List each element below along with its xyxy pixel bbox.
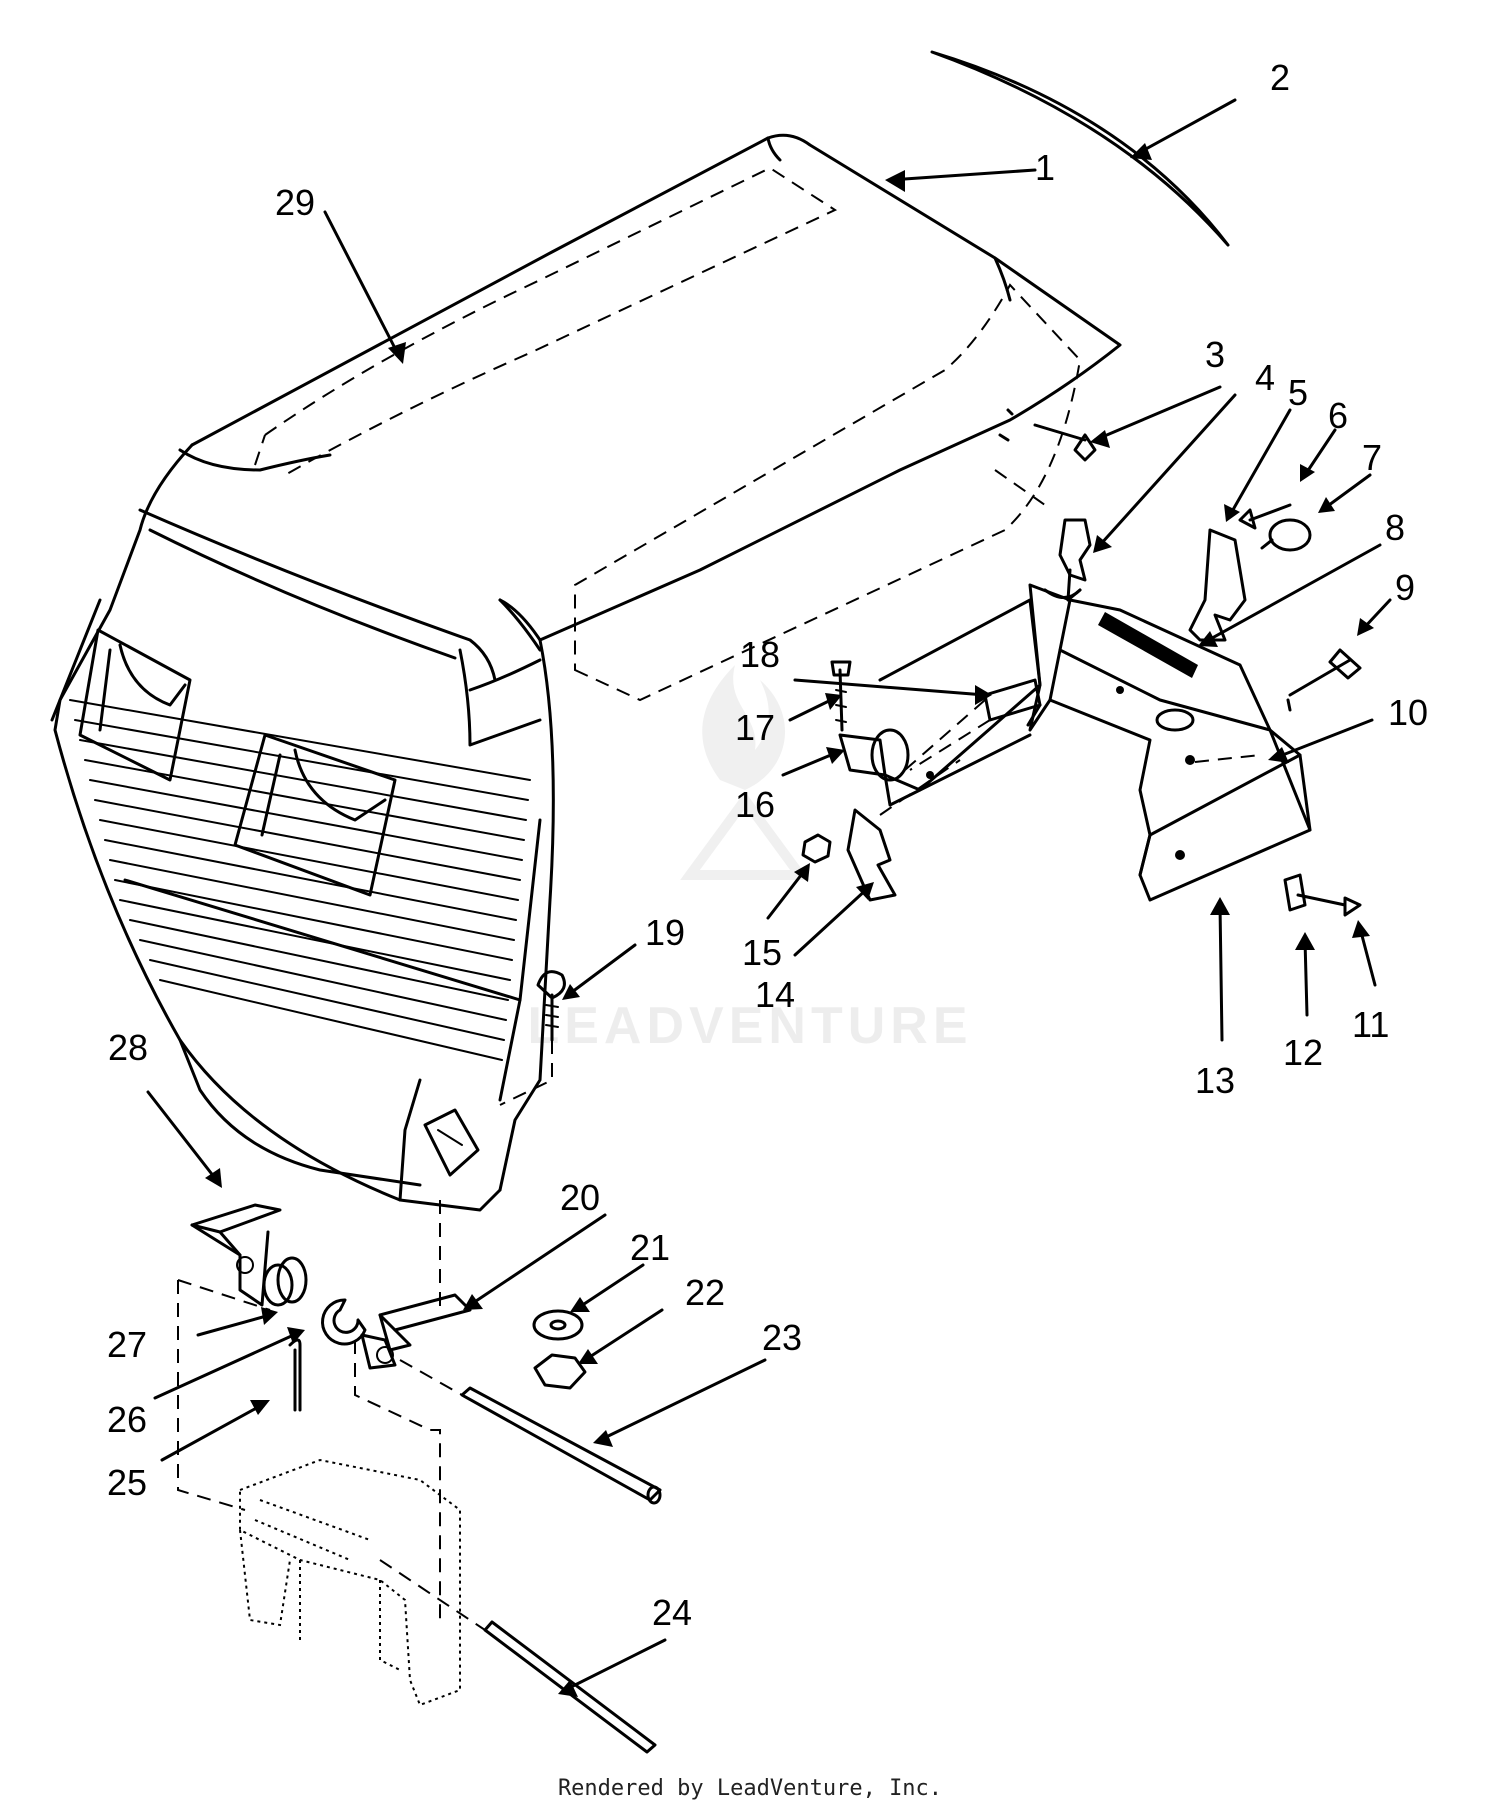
- flat-washer: [532, 1309, 584, 1341]
- cable-end: [1286, 648, 1362, 712]
- cotter-pin: [288, 1338, 302, 1412]
- bracket-clip: [983, 678, 1042, 727]
- hinge-bracket-right: [360, 1200, 472, 1370]
- callout-4: 4: [1255, 357, 1275, 398]
- callout-13: 13: [1195, 1060, 1235, 1101]
- spring-rod: [1098, 612, 1198, 678]
- spring-bracket: [838, 728, 910, 782]
- hex-nut: [533, 1353, 587, 1390]
- lock-nut: [801, 833, 832, 864]
- hood-bolt: [499, 970, 566, 1106]
- hood-panel-outline: [264, 166, 838, 476]
- callout-29: 29: [275, 182, 315, 223]
- tractor-frame: [239, 1458, 461, 1707]
- retaining-e-clip: [321, 1298, 367, 1346]
- cable-clip: [1283, 873, 1362, 917]
- latch-plate: [878, 598, 1042, 807]
- lever-knob: [1260, 518, 1312, 552]
- callout-5: 5: [1288, 372, 1308, 413]
- callout-18: 18: [740, 634, 780, 675]
- release-lever: [1188, 528, 1247, 642]
- callout-21: 21: [630, 1227, 670, 1268]
- callout-20: 20: [560, 1177, 600, 1218]
- spring-bolt: [830, 660, 852, 732]
- callout-22: 22: [685, 1272, 725, 1313]
- mounting-bracket: [1028, 583, 1312, 902]
- callout-1: 1: [1035, 147, 1055, 188]
- callout-28: 28: [108, 1027, 148, 1068]
- callout-27: 27: [107, 1324, 147, 1365]
- watermark-text: LEADVENTURE: [527, 997, 972, 1055]
- lever-bolt: [1238, 503, 1292, 530]
- latch-catch-plate: [846, 759, 961, 902]
- callout-26: 26: [107, 1399, 147, 1440]
- callout-12: 12: [1283, 1032, 1323, 1073]
- callout-9: 9: [1395, 567, 1415, 608]
- headlight-right: [233, 733, 397, 897]
- callout-15: 15: [742, 932, 782, 973]
- hinge-rod: [399, 1359, 662, 1505]
- headlight-left: [78, 628, 192, 782]
- pivot-rod: [379, 1559, 657, 1754]
- callout-16: 16: [735, 784, 775, 825]
- callout-14: 14: [755, 974, 795, 1015]
- callout-25: 25: [107, 1462, 147, 1503]
- pivot-pin: [994, 408, 1097, 506]
- callout-6: 6: [1328, 395, 1348, 436]
- callout-8: 8: [1385, 507, 1405, 548]
- callout-24: 24: [652, 1592, 692, 1633]
- hood-latch: [1043, 518, 1092, 602]
- hinge-bracket-left: [190, 1203, 282, 1307]
- leadventure-watermark: LEADVENTURE: [527, 665, 972, 1055]
- grille-louvers: [69, 699, 531, 1061]
- callout-labels: 1 2 3 4 5 6 7 8 9 10 11 12 13 14 15 16 1…: [107, 57, 1428, 1633]
- callout-10: 10: [1388, 692, 1428, 733]
- callout-3: 3: [1205, 334, 1225, 375]
- callout-11: 11: [1352, 1004, 1389, 1045]
- callout-17: 17: [735, 707, 775, 748]
- render-credit: Rendered by LeadVenture, Inc.: [557, 1776, 943, 1801]
- callout-2: 2: [1270, 57, 1290, 98]
- callout-7: 7: [1362, 437, 1382, 478]
- leader-arrows: [146, 98, 1392, 1697]
- callout-19: 19: [645, 912, 685, 953]
- hood: [50, 133, 1122, 1212]
- callout-23: 23: [762, 1317, 802, 1358]
- hood-latch-bracket: [423, 1108, 480, 1177]
- hinge-bushing: [262, 1256, 308, 1307]
- hood-decal-strip: [930, 50, 1230, 247]
